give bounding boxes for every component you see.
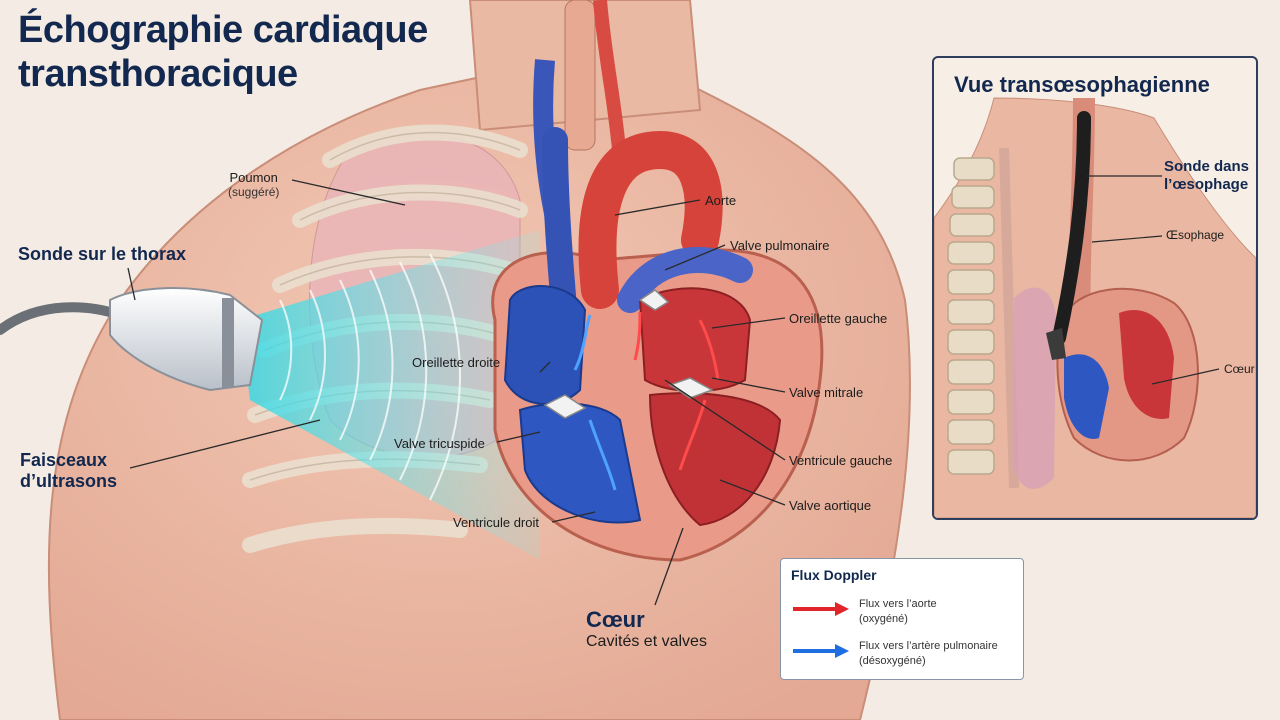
right-atrium-shape xyxy=(503,285,587,405)
right-ventricle-label: Ventricule droit xyxy=(453,515,539,530)
valves xyxy=(543,289,714,419)
doppler-legend: Flux Doppler Flux vers l’aorte (oxygéné)… xyxy=(780,558,1024,680)
beams-line-1: Faisceaux xyxy=(20,450,108,470)
legend-title: Flux Doppler xyxy=(791,567,877,583)
right-atrium-label: Oreillette droite xyxy=(412,355,501,370)
legend-text-oxygenated: Flux vers l’aorte (oxygéné) xyxy=(859,597,937,627)
heart-caption-title: Cœur xyxy=(586,607,645,632)
left-atrium-shape xyxy=(638,287,752,393)
carotid-red xyxy=(593,0,627,161)
legend-item-deoxygenated: Flux vers l’artère pulmonaire (désoxygén… xyxy=(791,639,1017,673)
lung-label-note: (suggéré) xyxy=(228,185,280,199)
red-arrow-icon xyxy=(793,602,849,616)
tee-probe-tip xyxy=(1046,328,1066,360)
leader-lines xyxy=(127,179,786,606)
pulmonary-valve-label: Valve pulmonaire xyxy=(730,238,830,253)
tee-probe-line-1: Sonde dans xyxy=(1164,158,1250,175)
heart-caption-subtitle: Cavités et valves xyxy=(586,633,707,650)
lung-label-text: Poumon xyxy=(229,170,278,185)
left-ventricle-shape xyxy=(648,392,782,527)
left-atrium-label: Oreillette gauche xyxy=(789,311,888,326)
legend-text-deoxygenated: Flux vers l’artère pulmonaire (désoxygén… xyxy=(859,639,998,669)
blue-arrow-icon xyxy=(793,644,849,658)
heart-caption: Cœur Cavités et valves xyxy=(586,608,707,652)
tee-heart-red xyxy=(1119,310,1174,419)
tee-lung xyxy=(1014,287,1056,489)
ultrasound-waves xyxy=(279,253,461,501)
left-ventricle-label: Ventricule gauche xyxy=(789,453,893,468)
tee-probe-line-2: l’œsophage xyxy=(1164,176,1249,193)
legend-deoxygenated-line-1: Flux vers l’artère pulmonaire xyxy=(859,640,998,652)
tee-panel-title: Vue transœsophagienne xyxy=(954,72,1210,97)
legend-deoxygenated-line-2: (désoxygéné) xyxy=(859,655,926,667)
flow-arrows-blue xyxy=(573,314,617,491)
trachea xyxy=(564,0,596,151)
tee-probe xyxy=(1052,111,1091,345)
tee-esophagus-label: Œsophage xyxy=(1166,228,1225,242)
tricuspid-valve-label: Valve tricuspide xyxy=(394,436,485,451)
legend-item-oxygenated: Flux vers l’aorte (oxygéné) xyxy=(791,597,1017,631)
ultrasound-beams-label: Faisceaux d’ultrasons xyxy=(20,450,117,492)
pulmonary-artery xyxy=(617,247,753,313)
probe-chest-label: Sonde sur le thorax xyxy=(18,244,187,264)
title-line-1: Échographie cardiaque xyxy=(18,9,428,51)
title-line-2: transthoracique xyxy=(18,53,298,95)
probe-band xyxy=(222,298,234,388)
tee-illustration xyxy=(934,97,1256,518)
beams-line-2: d’ultrasons xyxy=(20,471,118,491)
page-title: Échographie cardiaque transthoracique xyxy=(18,8,428,96)
aorta-label: Aorte xyxy=(705,193,737,208)
aortic-valve-label: Valve aortique xyxy=(789,498,872,513)
legend-oxygenated-line-2: (oxygéné) xyxy=(859,613,908,625)
legend-oxygenated-line-1: Flux vers l’aorte xyxy=(859,598,937,610)
aorta-arch xyxy=(578,130,723,309)
tee-spine xyxy=(947,157,995,475)
tee-inset-panel: Vue transœsophagienne Sonde dans l’œsoph… xyxy=(932,56,1258,520)
tee-leader-lines xyxy=(1086,175,1220,385)
lung-label: Poumon (suggéré) xyxy=(228,170,279,200)
tee-probe-label: Sonde dans l’œsophage xyxy=(1164,158,1249,194)
mitral-valve-label: Valve mitrale xyxy=(789,385,864,400)
tee-heart-label: Cœur xyxy=(1224,362,1255,376)
probe-cable xyxy=(0,302,125,335)
tee-spinal-canal xyxy=(999,147,1019,489)
tee-heart-blue xyxy=(1064,354,1109,439)
